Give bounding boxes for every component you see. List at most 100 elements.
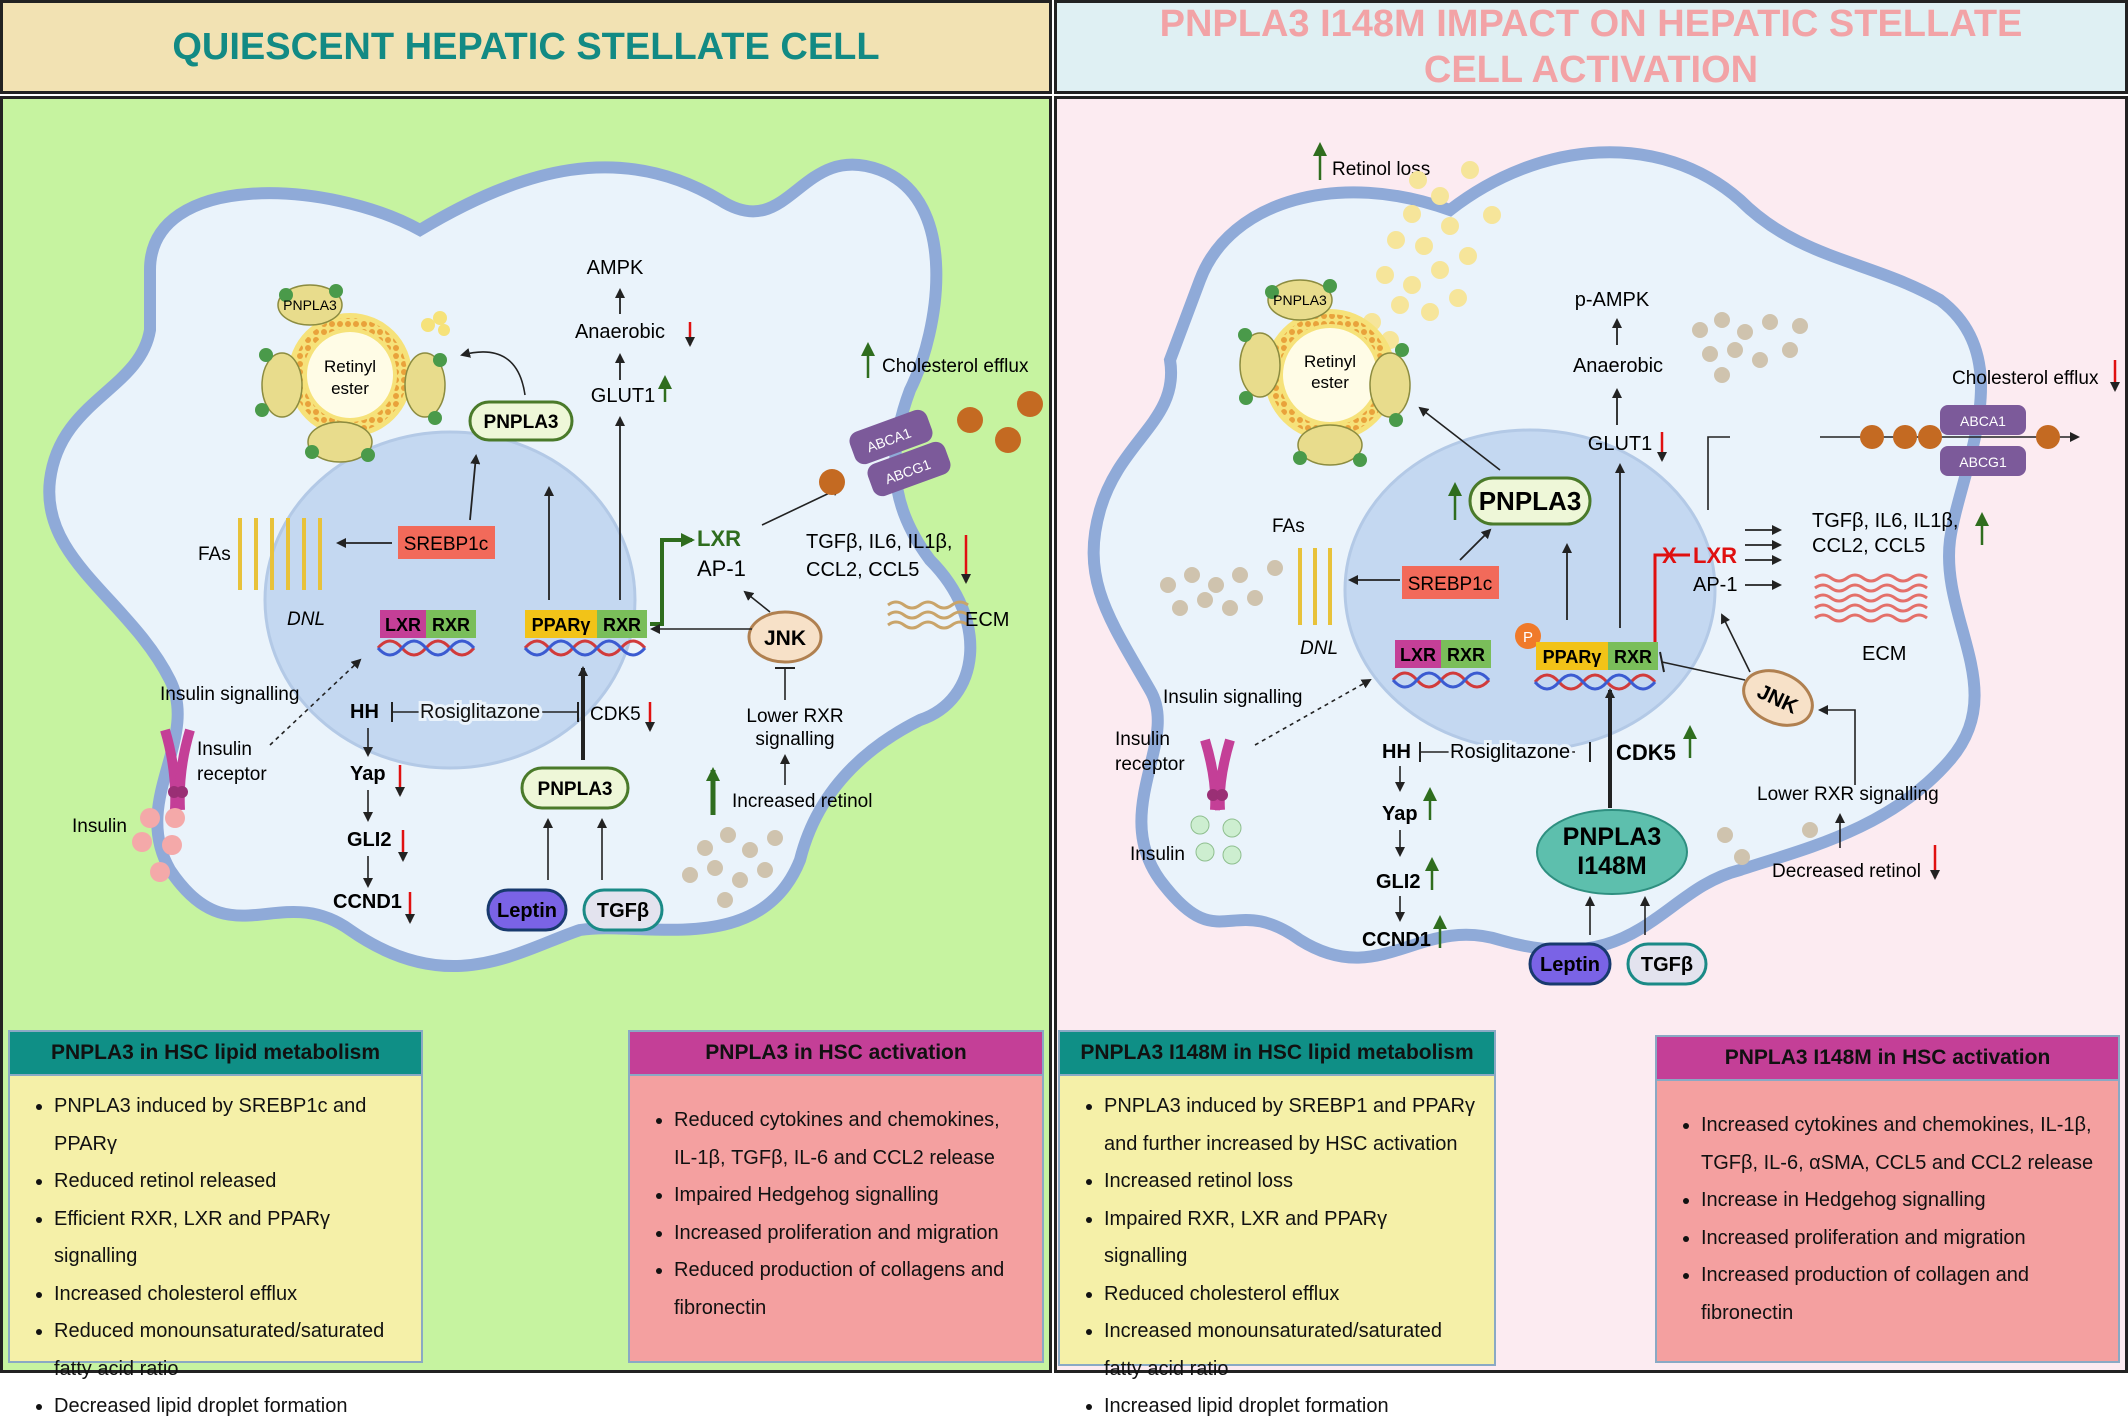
right-hh-label: HH	[1382, 741, 1411, 763]
right-ins-receptor-line2: receptor	[1115, 754, 1185, 775]
left-droplet-pnpla3-label: PNPLA3	[283, 297, 337, 313]
list-item: Reduced cytokines and chemokines, IL-1β,…	[674, 1102, 1024, 1177]
right-abca1-label: ABCA1	[1960, 413, 2006, 429]
right-pnpla3-pill	[1468, 476, 1592, 526]
left-retinyl-label: Retinyl	[324, 357, 376, 376]
right-i148m-line1: PNPLA3	[1563, 823, 1662, 851]
right-ester-label: ester	[1311, 373, 1349, 392]
left-leptin-node	[486, 888, 568, 932]
right-lxr-x-mark: X	[1662, 543, 1677, 568]
list-item: Increased proliferation and migration	[674, 1215, 1024, 1253]
left-tgfb-node	[582, 888, 664, 932]
left-pnpla3-lower-label: PNPLA3	[538, 779, 613, 800]
list-item: Increased cytokines and chemokines, IL-1…	[1701, 1107, 2100, 1182]
left-panel-title: QUIESCENT HEPATIC STELLATE CELL	[172, 26, 880, 68]
right-retinol-particles-left	[1160, 560, 1283, 616]
right-lxr-box	[1395, 640, 1441, 668]
left-dnl-label: DNL	[287, 609, 325, 630]
list-item: Reduced retinol released	[54, 1163, 403, 1201]
list-item: Efficient RXR, LXR and PPARγ signalling	[54, 1201, 403, 1276]
left-activation-list: Reduced cytokines and chemokines, IL-1β,…	[630, 1076, 1042, 1327]
right-abc-transporter: ABCA1 ABCG1	[1940, 405, 2026, 476]
right-abcg1-label: ABCG1	[1959, 454, 2007, 470]
left-fatty-acids	[238, 518, 322, 590]
left-lxr-out-label: LXR	[697, 526, 741, 551]
right-pnpla3-pill-label: PNPLA3	[1479, 486, 1582, 516]
left-rxr-label: RXR	[432, 615, 470, 635]
right-lxr-label: LXR	[1400, 645, 1436, 665]
right-leptin-label: Leptin	[1540, 954, 1600, 976]
left-pnpla3-lower-pill	[520, 766, 630, 810]
right-ecm-fibers	[1814, 573, 1928, 623]
right-phospho-label: P	[1523, 629, 1533, 646]
right-insulin-particles	[1190, 815, 1242, 865]
right-ppar-box	[1536, 642, 1608, 670]
right-activation-box-title: PNPLA3 I148M in HSC activation	[1657, 1037, 2118, 1081]
right-lipid-droplet: PNPLA3 Retinyl ester	[1238, 279, 1411, 467]
list-item: Reduced cholesterol efflux	[1104, 1276, 1476, 1314]
left-abc-transporter: ABCA1 ABCG1	[849, 409, 951, 497]
right-ap1-label: AP-1	[1693, 574, 1737, 596]
left-hh-label: HH	[350, 701, 379, 723]
pathway-diagram: PNPLA3 Retinyl ester PNPLA3 SREBP1c FAs …	[43, 142, 2120, 986]
list-item: Decreased lipid droplet formation	[54, 1388, 403, 1426]
left-cell: PNPLA3 Retinyl ester PNPLA3 SREBP1c FAs …	[43, 158, 1043, 972]
right-ins-signal-label: Insulin signalling	[1163, 687, 1302, 708]
list-item: Increased production of collagen and fib…	[1701, 1257, 2100, 1332]
list-item: Increased monounsaturated/saturated fatt…	[1104, 1313, 1476, 1388]
left-lipid-box: PNPLA3 in HSC lipid metabolism PNPLA3 in…	[8, 1030, 423, 1417]
right-activation-box: PNPLA3 I148M in HSC activation Increased…	[1655, 1035, 2120, 1363]
right-cyto-line2: CCL2, CCL5	[1812, 535, 1925, 557]
left-insulin-receptor	[160, 728, 195, 811]
left-jnk-label: JNK	[764, 627, 806, 650]
left-rxr2-box	[597, 610, 647, 638]
right-leptin-node	[1528, 942, 1612, 986]
left-rosi-label: Rosiglitazone	[420, 701, 540, 723]
list-item: Increased lipid droplet formation	[1104, 1388, 1476, 1426]
left-cyto-line2: CCL2, CCL5	[806, 559, 919, 581]
right-fatty-acids	[1298, 548, 1332, 625]
left-dna-2	[523, 639, 647, 657]
right-ccnd1-label: CCND1	[1362, 929, 1431, 951]
left-activation-box: PNPLA3 in HSC activation Reduced cytokin…	[628, 1030, 1044, 1363]
right-tgfb-label: TGFβ	[1641, 954, 1693, 976]
right-cholesterol-particle	[1860, 425, 1884, 449]
left-lxr-label: LXR	[385, 615, 421, 635]
left-retinol-particles	[682, 827, 783, 908]
left-ccnd1-label: CCND1	[333, 891, 402, 913]
left-chol-label: Cholesterol efflux	[882, 356, 1029, 377]
right-lipid-list: PNPLA3 induced by SREBP1 and PPARγ and f…	[1060, 1076, 1494, 1426]
list-item: Reduced monounsaturated/saturated fatty …	[54, 1313, 403, 1388]
right-dna-2	[1533, 673, 1657, 691]
list-item: Increase in Hedgehog signalling	[1701, 1182, 2100, 1220]
right-phospho-mark	[1515, 623, 1541, 649]
right-panel-title: PNPLA3 I148M IMPACT ON HEPATIC STELLATE …	[1159, 3, 2023, 91]
list-item: Increased proliferation and migration	[1701, 1220, 2100, 1258]
right-ins-receptor-line1: Insulin	[1115, 729, 1170, 750]
right-lxr-out-label: LXR	[1693, 543, 1737, 568]
left-ap1-label: AP-1	[697, 556, 746, 581]
list-item: PNPLA3 induced by SREBP1c and PPARγ	[54, 1088, 403, 1163]
left-ins-signal-label: Insulin signalling	[160, 684, 299, 705]
right-cell: Retinol loss PNPLA3 Retinyl ester	[1087, 142, 2120, 986]
right-glut1-label: GLUT1	[1588, 433, 1652, 455]
right-srebp1c-box	[1402, 566, 1499, 599]
right-insulin-receptor	[1200, 738, 1235, 811]
left-gli2-label: GLI2	[347, 829, 391, 851]
right-i148m-node	[1536, 809, 1688, 895]
left-fas-label: FAs	[198, 544, 231, 565]
list-item: Reduced production of collagens and fibr…	[674, 1252, 1024, 1327]
left-tgfb-label: TGFβ	[597, 900, 649, 922]
right-ppar-label: PPARγ	[1543, 647, 1602, 667]
left-jnk-node	[747, 610, 823, 664]
right-panel-header: PNPLA3 I148M IMPACT ON HEPATIC STELLATE …	[1054, 0, 2128, 94]
right-lipid-box: PNPLA3 I148M in HSC lipid metabolism PNP…	[1058, 1030, 1496, 1417]
left-yap-label: Yap	[350, 763, 386, 785]
left-lipid-droplet: PNPLA3 Retinyl ester	[255, 284, 450, 463]
right-gli2-label: GLI2	[1376, 871, 1420, 893]
right-rosi-label: Rosiglitazone	[1450, 741, 1570, 763]
list-item: PNPLA3 induced by SREBP1 and PPARγ and f…	[1104, 1088, 1476, 1163]
right-jnk-node	[1742, 669, 1814, 727]
left-ppar-box	[525, 610, 597, 638]
right-retinol-particles-top	[1692, 312, 1808, 383]
